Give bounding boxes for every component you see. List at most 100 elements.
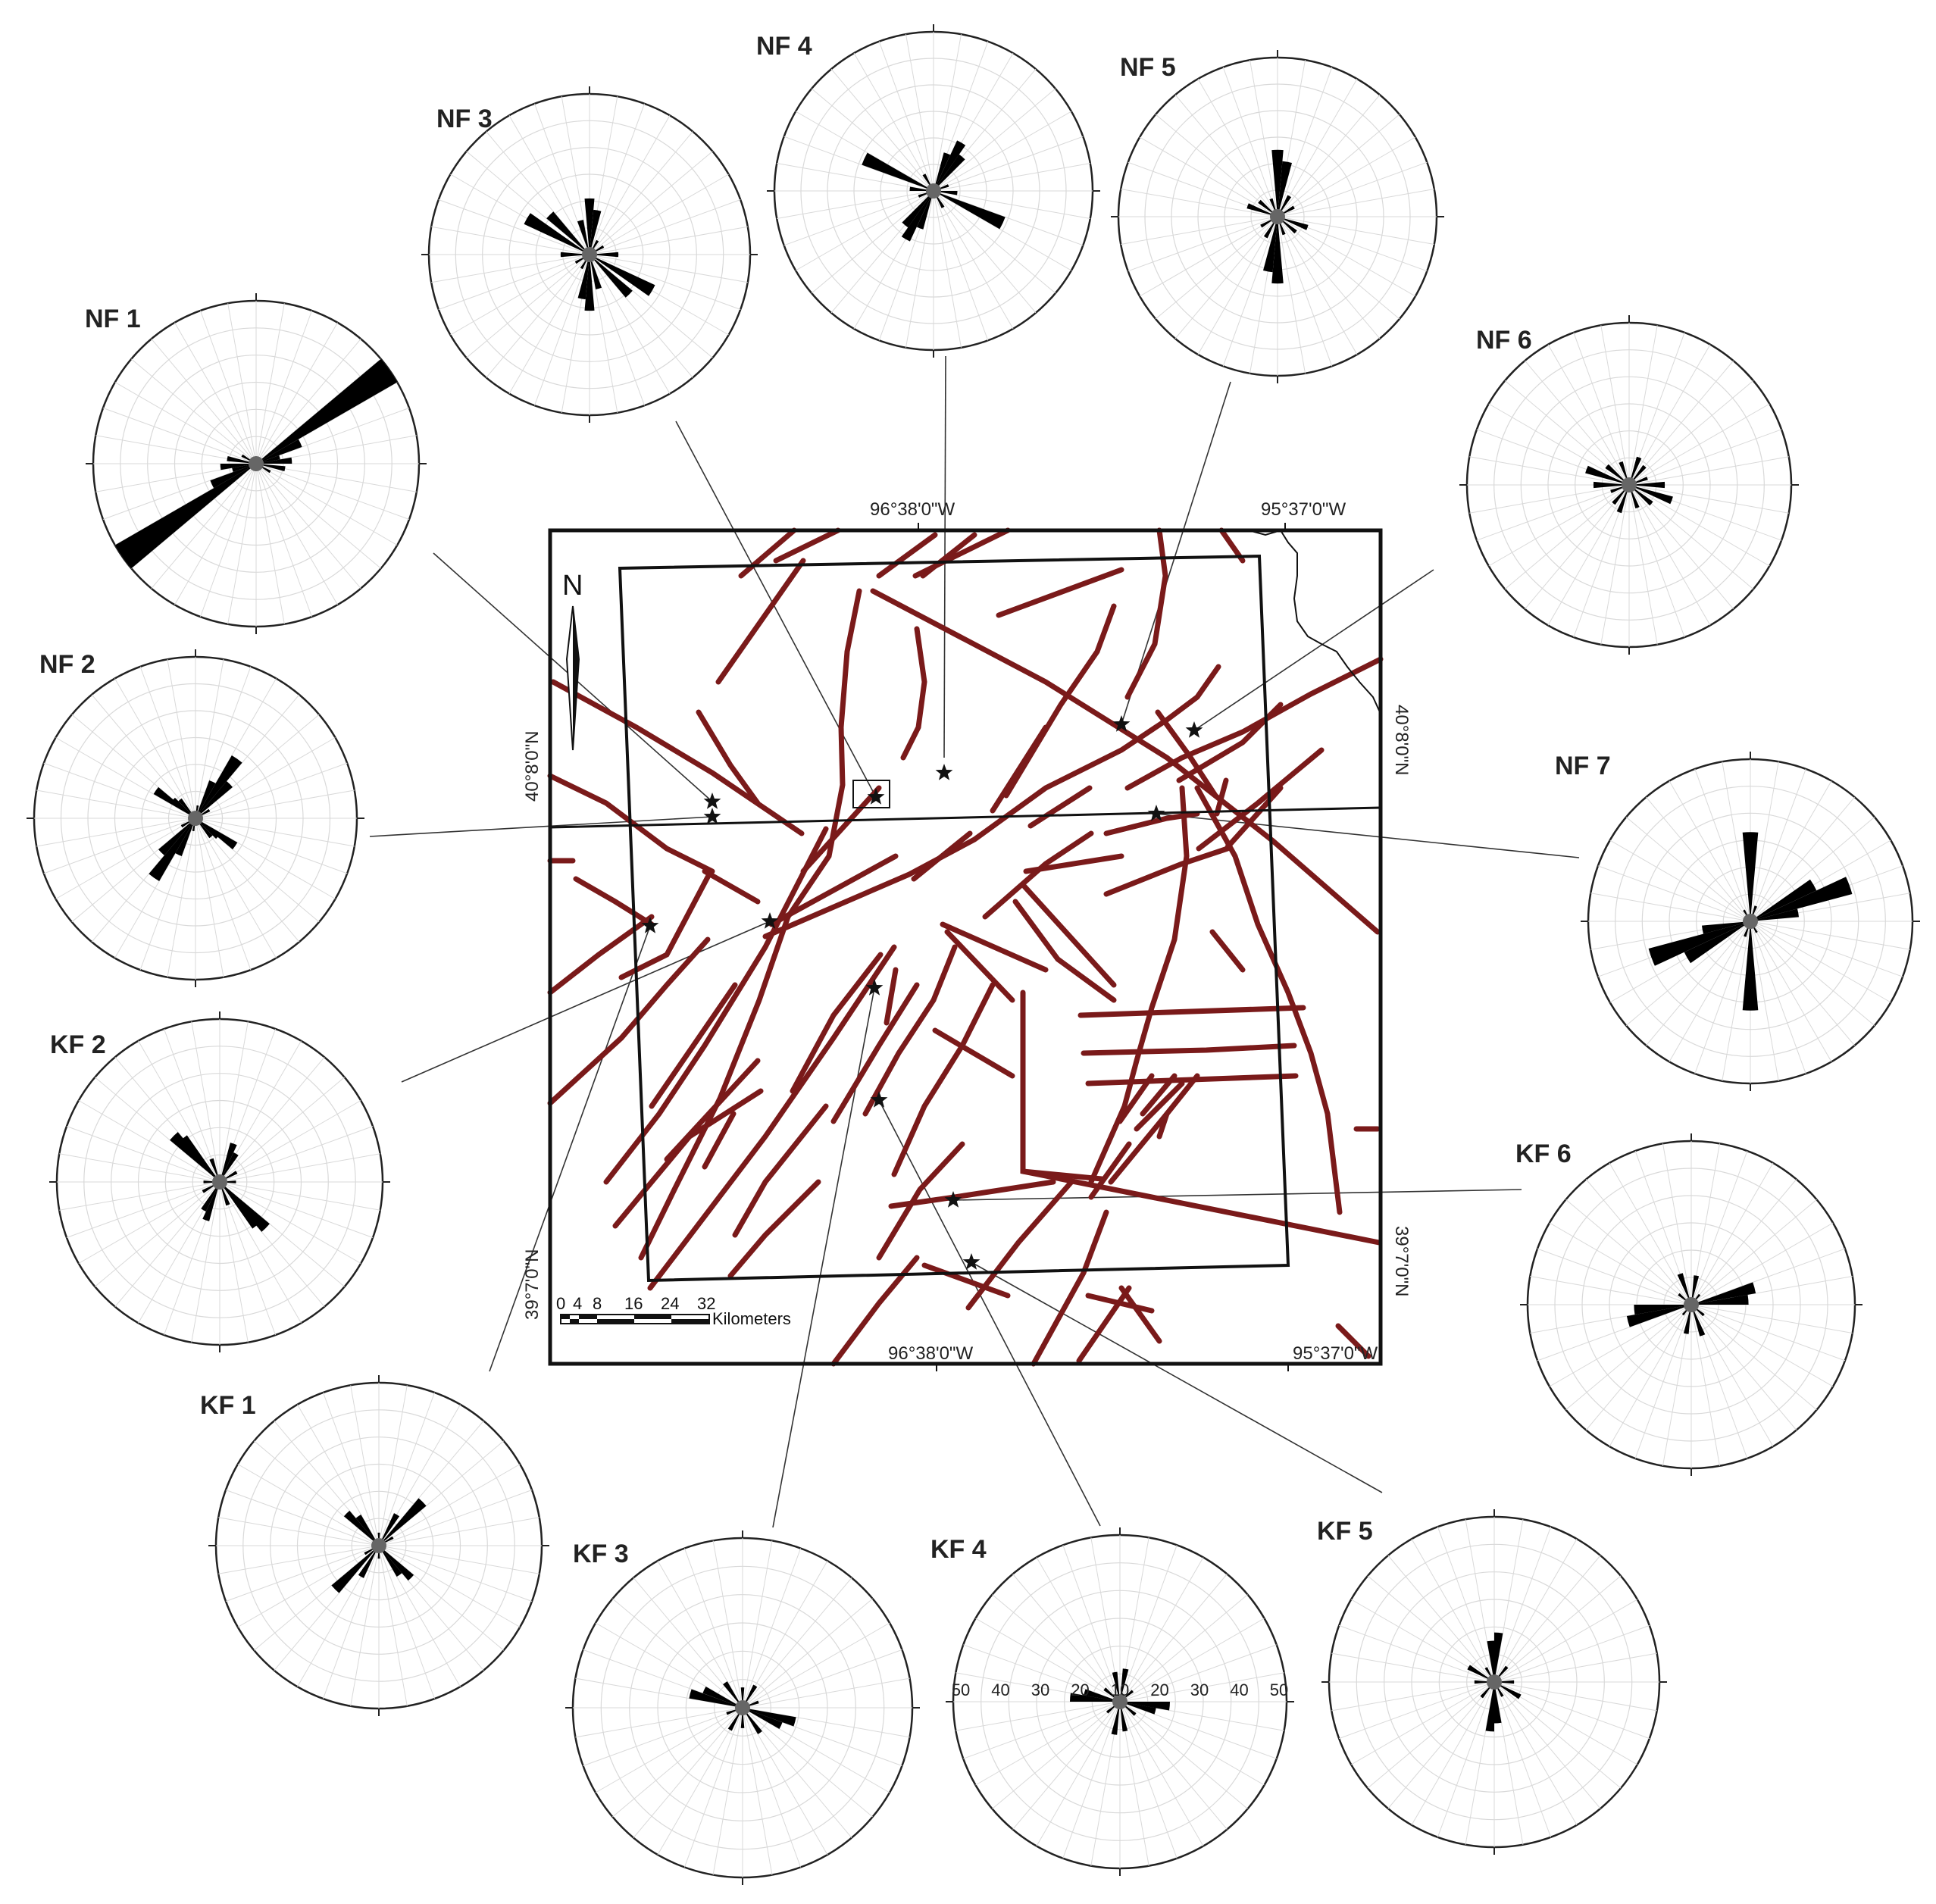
rose-grid-spoke	[975, 1618, 1121, 1702]
fault-line	[900, 626, 927, 761]
rose-grid-spoke	[508, 115, 590, 255]
rose-grid-spoke	[1249, 60, 1278, 217]
fault-line	[638, 588, 862, 1261]
rose-grid-spoke	[431, 226, 590, 255]
rose-petal	[862, 152, 934, 191]
fault-line	[1134, 1080, 1185, 1132]
rose-grid-spoke	[139, 666, 196, 819]
connector-line	[952, 1189, 1522, 1201]
rose-grid-spoke	[1609, 1304, 1692, 1447]
rose-grid-spoke	[1493, 1681, 1650, 1740]
rose-grid-spoke	[450, 254, 590, 336]
rose-grid-spoke	[1750, 921, 1875, 1026]
rose-grid-spoke	[1600, 325, 1630, 486]
rose-petal	[934, 191, 1006, 230]
rose-grid-spoke	[1690, 1304, 1774, 1447]
fault-lineaments	[547, 527, 1384, 1367]
rose-grid-spoke	[1139, 216, 1278, 297]
rose-petal	[1742, 921, 1759, 1011]
fault-line	[1031, 1209, 1109, 1367]
rose-title: NF 3	[436, 105, 493, 133]
rose-grid-spoke	[742, 1649, 902, 1709]
rose-grid-spoke	[1012, 1701, 1121, 1830]
rose-grid-spoke	[1277, 216, 1358, 355]
rose-grid-spoke	[195, 818, 355, 847]
rose-grid-spoke	[742, 1548, 802, 1709]
rose-grid-spoke	[1694, 921, 1751, 1074]
rose-grid-spoke	[1600, 484, 1630, 645]
fault-line	[573, 876, 655, 927]
rose-title: KF 1	[200, 1391, 256, 1420]
rose-grid-spoke	[1119, 1701, 1265, 1786]
rose-grid-spoke	[114, 1181, 220, 1308]
rose-grid-spoke	[1338, 1681, 1495, 1740]
rose-grid-spoke	[255, 435, 417, 464]
fault-line	[1020, 1168, 1105, 1182]
rose-grid-spoke	[811, 88, 934, 192]
fault-line	[1155, 709, 1218, 799]
rose-grid-spoke	[1628, 429, 1782, 486]
rose-grid-spoke	[933, 163, 1090, 192]
fault-line	[768, 853, 899, 927]
rose-petal	[220, 464, 256, 471]
rose-petal	[902, 191, 934, 228]
rose-grid-spoke	[218, 1545, 380, 1574]
rose-grid-spoke	[612, 1598, 743, 1709]
rose-title: NF 2	[39, 650, 95, 679]
rose-grid-spoke	[742, 1707, 828, 1856]
rose-petal	[195, 781, 233, 818]
rose-grid-spoke	[595, 1622, 743, 1709]
rose-petal	[723, 1681, 743, 1708]
rose-petal	[584, 255, 595, 311]
rose-petal	[1684, 921, 1750, 964]
rose-grid-spoke	[933, 190, 962, 348]
rose-petal	[1112, 1671, 1120, 1702]
rose-grid-spoke	[255, 463, 398, 546]
rose-grid-spoke	[1469, 484, 1630, 514]
rose-grid-spoke	[1628, 484, 1685, 638]
rose-grid-spoke	[378, 1545, 533, 1602]
fault-line	[1103, 846, 1231, 897]
rose-petal	[524, 213, 590, 255]
rose-petal	[220, 1180, 236, 1183]
station-star-icon	[865, 979, 884, 996]
rose-grid-spoke	[1634, 1304, 1692, 1459]
rose-grid-spoke	[102, 463, 257, 520]
rose-petal	[331, 1546, 379, 1593]
rose-title: NF 5	[1120, 53, 1176, 82]
rose-grid-spoke	[595, 1707, 743, 1793]
fault-line	[870, 588, 1381, 935]
fault-line	[830, 982, 920, 1124]
rose-diagram-nf2: NF 2	[27, 649, 364, 987]
rose-grid-spoke	[1437, 1681, 1495, 1838]
rose-grid-spoke	[219, 1181, 249, 1343]
rose-petal	[220, 1152, 239, 1182]
rose-grid-spoke	[1585, 1304, 1692, 1430]
rose-grid-spoke	[1277, 216, 1416, 297]
rose-petal	[149, 818, 195, 881]
top-longitude-label-2: 95°37'0"W	[1261, 499, 1346, 520]
rose-grid-spoke	[66, 1181, 220, 1238]
rose-grid-spoke	[255, 463, 410, 520]
rose-diagram-kf2: KF 2	[49, 1011, 390, 1352]
rose-grid-spoke	[589, 254, 693, 378]
fault-line	[884, 967, 899, 1026]
rose-grid-spoke	[777, 190, 934, 219]
fault-line	[762, 664, 1221, 939]
rose-grid-spoke	[633, 1707, 743, 1838]
rose-grid-spoke	[933, 111, 1072, 192]
rose-grid-spoke	[1573, 332, 1630, 486]
kf4-axis-tick-label: 10	[1111, 1680, 1129, 1699]
rose-grid-spoke	[1277, 216, 1434, 245]
rose-grid-spoke	[589, 254, 748, 283]
rose-grid-spoke	[219, 1181, 276, 1336]
rose-grid-spoke	[55, 818, 196, 899]
rose-grid-spoke	[933, 190, 989, 341]
fault-line	[876, 1141, 965, 1261]
rose-petal	[546, 211, 590, 255]
rose-grid-spoke	[378, 1545, 408, 1706]
rose-grid-spoke	[1277, 189, 1434, 217]
fault-line	[990, 724, 1049, 814]
rose-grid-spoke	[1525, 484, 1630, 610]
